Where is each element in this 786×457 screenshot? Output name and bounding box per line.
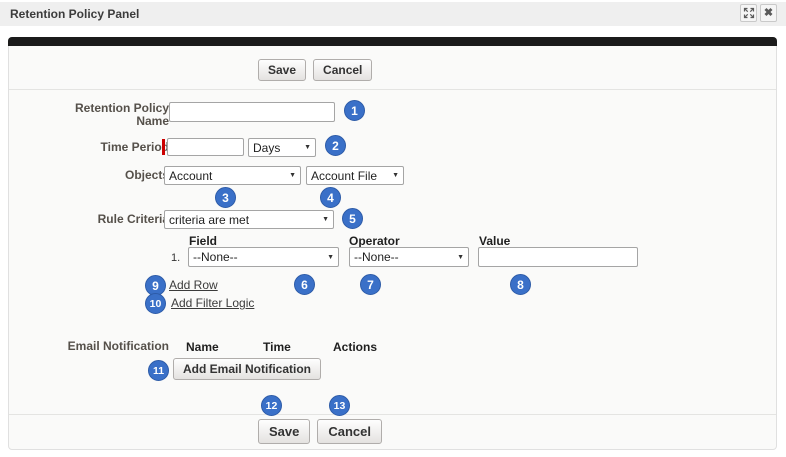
annotation-badge-13: 13 <box>329 395 350 416</box>
bottom-divider <box>9 414 776 415</box>
annotation-badge-8: 8 <box>510 274 531 295</box>
bottom-toolbar: Save Cancel <box>258 419 383 444</box>
cancel-button-bottom[interactable]: Cancel <box>317 419 383 444</box>
criteria-operator-header: Operator <box>349 234 400 248</box>
objects-primary-value: Account <box>169 168 213 183</box>
chevron-down-icon: ▼ <box>392 172 399 179</box>
chevron-down-icon: ▼ <box>304 144 311 151</box>
criteria-operator-value: --None-- <box>354 250 399 264</box>
objects-secondary-select[interactable]: Account File ▼ <box>306 166 404 185</box>
required-field-marker <box>162 139 165 155</box>
annotation-badge-6: 6 <box>294 274 315 295</box>
retention-policy-panel: Save Cancel Retention Policy Name 1 Time… <box>8 37 777 450</box>
time-period-input[interactable] <box>167 138 244 156</box>
objects-secondary-value: Account File <box>311 168 378 183</box>
chevron-down-icon: ▼ <box>327 253 334 261</box>
close-button[interactable]: ✖ <box>760 4 777 22</box>
rule-criteria-value: criteria are met <box>169 212 250 227</box>
chevron-down-icon: ▼ <box>322 216 329 223</box>
add-email-notification-button[interactable]: Add Email Notification <box>173 358 322 380</box>
annotation-badge-11: 11 <box>148 360 169 381</box>
objects-label: Objects <box>124 168 169 182</box>
email-actions-header: Actions <box>333 340 378 354</box>
top-divider <box>9 89 776 90</box>
add-filter-logic-link[interactable]: Add Filter Logic <box>171 296 255 310</box>
save-button-bottom[interactable]: Save <box>258 419 311 444</box>
expand-button[interactable] <box>740 4 757 22</box>
window-title: Retention Policy Panel <box>10 7 140 21</box>
time-period-label: Time Period <box>100 140 169 154</box>
add-row-link[interactable]: Add Row <box>169 278 218 292</box>
criteria-value-input[interactable] <box>478 247 638 267</box>
rule-criteria-select[interactable]: criteria are met ▼ <box>164 210 334 229</box>
retention-policy-name-label: Retention Policy Name <box>74 101 169 128</box>
rule-criteria-label: Rule Criteria <box>97 212 169 226</box>
annotation-badge-3: 3 <box>215 187 236 208</box>
save-button-top[interactable]: Save <box>258 59 307 81</box>
annotation-badge-7: 7 <box>360 274 381 295</box>
window-titlebar: Retention Policy Panel <box>0 2 786 26</box>
email-notification-label: Email Notification <box>67 339 169 353</box>
annotation-badge-10: 10 <box>145 293 166 314</box>
panel-top-bar <box>8 37 777 46</box>
objects-primary-select[interactable]: Account ▼ <box>164 166 301 185</box>
top-toolbar: Save Cancel <box>258 59 373 81</box>
annotation-badge-4: 4 <box>320 187 341 208</box>
expand-icon <box>743 7 754 19</box>
email-name-header: Name <box>186 340 219 354</box>
time-period-unit-select[interactable]: Days ▼ <box>248 138 316 157</box>
criteria-field-value: --None-- <box>193 250 238 264</box>
email-time-header: Time <box>263 340 291 354</box>
criteria-field-header: Field <box>189 234 218 248</box>
criteria-field-select[interactable]: --None-- ▼ <box>188 247 339 267</box>
retention-policy-name-input[interactable] <box>169 102 335 122</box>
annotation-badge-5: 5 <box>342 208 363 229</box>
close-icon: ✖ <box>763 6 774 19</box>
time-period-unit-value: Days <box>253 140 281 155</box>
annotation-badge-1: 1 <box>344 100 365 121</box>
cancel-button-top[interactable]: Cancel <box>313 59 373 81</box>
criteria-value-header: Value <box>479 234 511 248</box>
annotation-badge-12: 12 <box>261 395 282 416</box>
chevron-down-icon: ▼ <box>457 253 464 261</box>
annotation-badge-2: 2 <box>325 135 346 156</box>
criteria-row-index: 1. <box>171 252 181 264</box>
chevron-down-icon: ▼ <box>289 172 296 179</box>
criteria-operator-select[interactable]: --None-- ▼ <box>349 247 469 267</box>
